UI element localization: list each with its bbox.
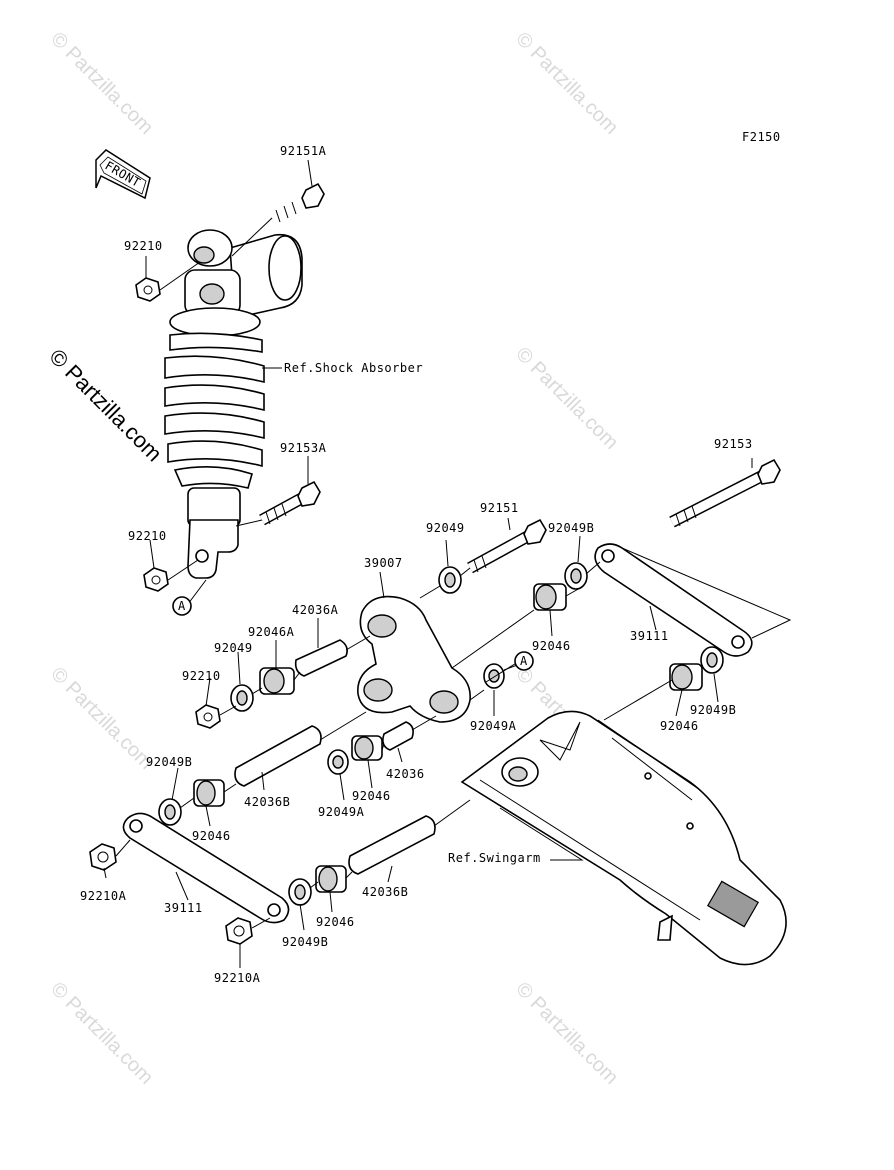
watermark: © Partzilla.com (46, 663, 157, 774)
nut-92210A-left (89, 843, 117, 871)
part-label: 92210 (124, 239, 163, 253)
tie-rod-39111-right (594, 543, 753, 657)
bolt-92153 (669, 458, 781, 528)
watermark: © Partzilla.com (511, 343, 622, 454)
ref-swingarm: Ref.Swingarm (448, 851, 541, 865)
part-label: 92049 (426, 521, 465, 535)
part-label: 42036A (292, 603, 339, 617)
bolt-92153A (259, 480, 321, 526)
tie-rod-39111-left (122, 812, 290, 924)
nut-92210A-bottom (225, 917, 253, 945)
bearing-92046A (259, 667, 295, 695)
label-leaders (103, 159, 753, 968)
marker-a-right: A (514, 651, 534, 671)
seal-92049B-bottom (288, 878, 312, 906)
part-label: 92046 (192, 829, 231, 843)
front-arrow-icon: FRONT (95, 149, 151, 200)
bolt-92151 (467, 518, 547, 574)
part-label: 92210 (182, 669, 221, 683)
bolt-92151A (269, 182, 325, 223)
seal-92049-left (230, 684, 254, 712)
part-label: 92210A (80, 889, 127, 903)
part-label: 92049B (146, 755, 192, 769)
part-label: 92046 (660, 719, 699, 733)
part-label: 42036B (362, 885, 408, 899)
bearing-92046-right2 (669, 663, 703, 691)
part-label: 92049A (318, 805, 365, 819)
shock-absorber (164, 229, 303, 579)
part-label: 92046 (352, 789, 391, 803)
part-label: 92210A (214, 971, 261, 985)
collar-42036B-bottom (348, 815, 436, 875)
figure-code: F2150 (742, 130, 781, 144)
part-label: 92046A (248, 625, 295, 639)
collar-42036A (294, 639, 348, 677)
part-label: 42036 (386, 767, 425, 781)
watermark: © Partzilla.com (511, 28, 622, 139)
nut-92210-top (135, 277, 161, 302)
watermark: © Partzilla.com (46, 28, 157, 139)
nut-92210-mid (143, 567, 169, 592)
nut-92210-left (195, 704, 221, 729)
seal-92049B-right (700, 646, 724, 674)
part-label: 92049A (470, 719, 517, 733)
part-label: 92049B (690, 703, 736, 717)
part-label: 92151 (480, 501, 519, 515)
part-label: 92049B (548, 521, 594, 535)
marker-a-label: A (520, 654, 528, 668)
marker-a-top: A (172, 596, 192, 616)
part-label: 92046 (532, 639, 571, 653)
part-label: 92049B (282, 935, 328, 949)
seal-92049B-top (564, 562, 588, 590)
seal-92049B-left (158, 798, 182, 826)
part-label: 92151A (280, 144, 327, 158)
collar-42036 (382, 721, 414, 751)
seal-92049A-center (327, 749, 349, 775)
ref-shock-absorber: Ref.Shock Absorber (284, 361, 423, 375)
bearing-92046-right (533, 583, 567, 611)
part-label: 39111 (630, 629, 669, 643)
part-labels: 92151A 92210 92153A 92210 92153 92151 92… (80, 144, 753, 985)
part-label: 92153A (280, 441, 327, 455)
part-label: 92210 (128, 529, 167, 543)
bearing-92046-left (193, 779, 225, 807)
part-label: 92049 (214, 641, 253, 655)
part-label: 92046 (316, 915, 355, 929)
swingarm (460, 710, 787, 966)
collar-42036B-left (234, 725, 322, 787)
bearing-92046-bottom (315, 865, 347, 893)
part-label: 39111 (164, 901, 203, 915)
part-label: 39007 (364, 556, 403, 570)
axis-lines (115, 217, 792, 929)
watermark: © Partzilla.com (46, 978, 157, 1089)
part-label: 42036B (244, 795, 290, 809)
part-label: 92153 (714, 437, 753, 451)
watermark: © Partzilla.com (511, 978, 622, 1089)
seal-92049-top (438, 566, 462, 594)
watermark-prominent: © Partzilla.com (44, 344, 167, 467)
seal-92049A-right (483, 663, 505, 689)
rocker-arm-39007 (357, 595, 471, 723)
marker-a-label: A (178, 599, 186, 613)
bearing-92046-center (351, 735, 383, 761)
